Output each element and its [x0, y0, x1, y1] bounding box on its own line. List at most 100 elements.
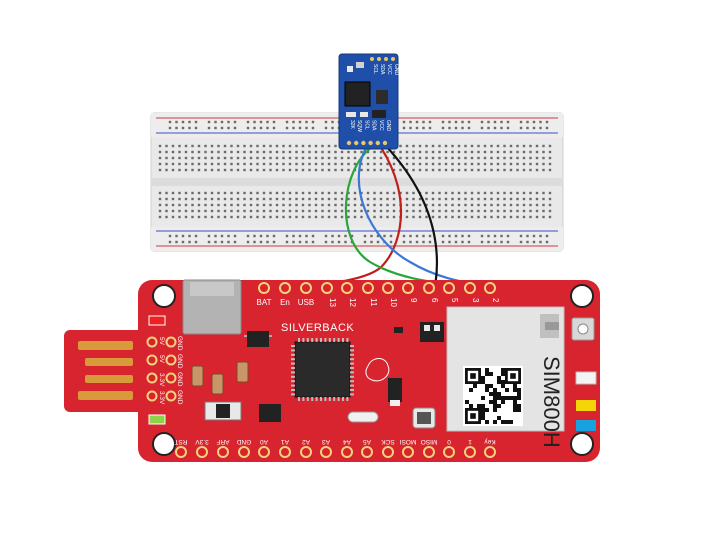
- top-pin-label: 10: [389, 298, 398, 307]
- top-pin-label: En: [280, 298, 290, 307]
- rtc-bottom-pin-label: VCC: [378, 120, 384, 131]
- rtc-chip: [344, 81, 371, 107]
- bottom-pin-label: A0: [260, 438, 268, 445]
- rtc-top-pin: [384, 57, 388, 61]
- led-red: [148, 315, 166, 326]
- bottom-header-pin: [175, 446, 187, 458]
- usb-side-pin: [146, 354, 158, 366]
- bottom-header-pin: [443, 446, 455, 458]
- bottom-header-pin: [361, 446, 373, 458]
- rtc-top-pin: [377, 57, 381, 61]
- top-header-pin: [464, 282, 476, 294]
- sim800h-module: SIM800H: [446, 306, 565, 448]
- rtc-top-pin-label: VCC: [386, 64, 392, 75]
- bottom-header-pin: [484, 446, 496, 458]
- bottom-pin-label: GND: [236, 438, 251, 445]
- logo-icon: [365, 358, 390, 382]
- rtc-bottom-pin: [375, 140, 380, 146]
- bottom-pin-label: Key: [484, 438, 496, 445]
- rtc-bottom-pin: [368, 140, 373, 146]
- top-pin-label: 12: [348, 298, 357, 307]
- top-header-pin: [484, 282, 496, 294]
- usb-side-pin: [165, 372, 177, 384]
- top-header-pin: [443, 282, 455, 294]
- led-green: [148, 414, 166, 425]
- top-header-pin: [402, 282, 414, 294]
- usb-connector: [64, 330, 154, 412]
- reset-button[interactable]: [204, 401, 242, 421]
- usb-side-pin: [165, 354, 177, 366]
- rtc-top-pin: [391, 57, 395, 61]
- rtc-top-pin-label: SDA: [379, 64, 385, 75]
- usb-pin-right-label: GND: [176, 354, 183, 369]
- bottom-header-pin: [423, 446, 435, 458]
- board-brand: SILVERBACK: [281, 322, 354, 334]
- qr-code: [463, 366, 523, 426]
- top-pin-label: 6: [430, 298, 439, 303]
- usb-side-pin: [165, 390, 177, 402]
- rtc-bottom-pin-label: SQW: [356, 120, 362, 132]
- led-yellow: [576, 400, 596, 411]
- top-pin-label: 13: [328, 298, 337, 307]
- bottom-pin-label: MOSI: [400, 438, 417, 445]
- top-pin-label: USB: [298, 298, 314, 307]
- top-header-pin: [423, 282, 435, 294]
- bottom-pin-label: ARF: [216, 438, 229, 445]
- bottom-header-pin: [217, 446, 229, 458]
- top-header-pin: [382, 282, 394, 294]
- rtc-bottom-pin: [354, 140, 359, 146]
- top-pin-label: BAT: [257, 298, 272, 307]
- usb-pin-left-label: 3.3V: [158, 391, 165, 405]
- top-pin-label: 9: [409, 298, 418, 303]
- bottom-pin-label: SCK: [381, 438, 395, 445]
- usb-side-pin: [165, 336, 177, 348]
- usb-pin-left-label: 5V: [158, 337, 165, 346]
- usb-side-pin: [146, 372, 158, 384]
- bottom-header-pin: [258, 446, 270, 458]
- rtc-bottom-pin-label: GND: [385, 120, 391, 132]
- bottom-header-pin: [341, 446, 353, 458]
- bottom-header-pin: [464, 446, 476, 458]
- usb-pin-right-label: GND: [176, 372, 183, 387]
- top-pin-label: 3: [471, 298, 480, 303]
- rtc-bottom-pin-label: SCL: [363, 120, 369, 130]
- module-name: SIM800H: [539, 356, 564, 448]
- bottom-pin-label: MISO: [421, 438, 438, 445]
- top-header-pin: [300, 282, 312, 294]
- bottom-header-pin: [382, 446, 394, 458]
- rtc-bottom-pin: [346, 140, 352, 146]
- bottom-pin-label: 3.3V: [195, 438, 209, 445]
- usb-pin-right-label: GND: [176, 336, 183, 351]
- mcu-chip: [294, 341, 351, 398]
- usb-side-pin: [146, 390, 158, 402]
- rtc-bottom-pin: [361, 140, 366, 146]
- bottom-header-pin: [300, 446, 312, 458]
- bottom-pin-label: RST: [174, 438, 187, 445]
- top-pin-label: 2: [491, 298, 500, 303]
- mounting-holes: [152, 284, 594, 456]
- rtc-top-pin: [370, 57, 374, 61]
- bottom-pin-label: A5: [363, 438, 371, 445]
- bottom-pin-label: 1: [468, 438, 472, 445]
- bottom-header-pin: [238, 446, 250, 458]
- top-header-pin: [341, 282, 353, 294]
- rtc-bottom-pin-label: 32K: [349, 120, 355, 130]
- top-pin-label: 11: [369, 298, 378, 307]
- bottom-header-pin: [196, 446, 208, 458]
- bottom-header-pin: [279, 446, 291, 458]
- top-header-pin: [362, 282, 374, 294]
- bottom-header-pin: [402, 446, 414, 458]
- bottom-pin-label: A1: [281, 438, 289, 445]
- usb-pin-right-label: GND: [176, 390, 183, 405]
- top-header-pin: [279, 282, 291, 294]
- top-header-pin: [321, 282, 333, 294]
- top-header-pin: [258, 282, 270, 294]
- usb-pin-left-label: 3.3V: [158, 373, 165, 387]
- bottom-pin-label: 0: [447, 438, 451, 445]
- breadboard: [150, 112, 564, 252]
- rtc-bottom-pin-label: SDA: [371, 120, 377, 131]
- bottom-header-pin: [320, 446, 332, 458]
